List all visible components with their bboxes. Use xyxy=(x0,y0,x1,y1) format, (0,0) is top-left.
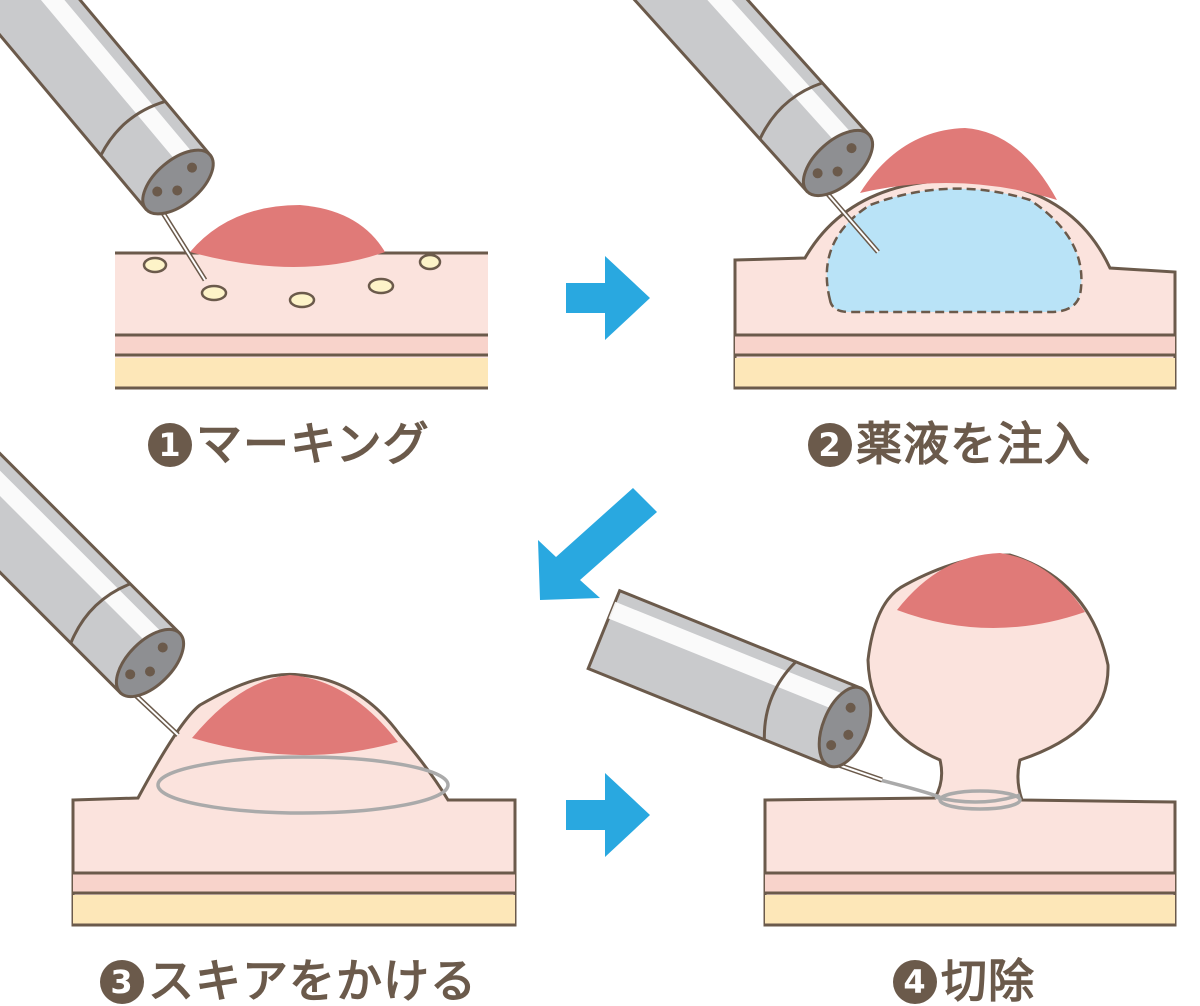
panel-snare xyxy=(0,447,517,927)
arrow-right-icon xyxy=(566,256,650,340)
marking-dots xyxy=(142,253,442,309)
lesion xyxy=(897,553,1085,629)
snare-loop xyxy=(156,755,450,815)
panel-marking xyxy=(0,0,488,390)
endoscope xyxy=(0,0,226,228)
lesion xyxy=(190,205,385,267)
arrow-right-icon xyxy=(566,773,650,857)
panel-injection xyxy=(631,0,1177,390)
arrow-down-left-icon xyxy=(538,488,657,600)
injected-fluid xyxy=(825,187,1083,314)
lesion xyxy=(860,128,1057,200)
endoscope xyxy=(0,447,197,710)
endoscope xyxy=(631,0,886,209)
lesion xyxy=(192,675,398,756)
endoscope xyxy=(586,589,883,776)
panel-resection xyxy=(586,553,1177,927)
snare-wire xyxy=(879,778,1021,804)
flow-arrows xyxy=(538,256,657,857)
